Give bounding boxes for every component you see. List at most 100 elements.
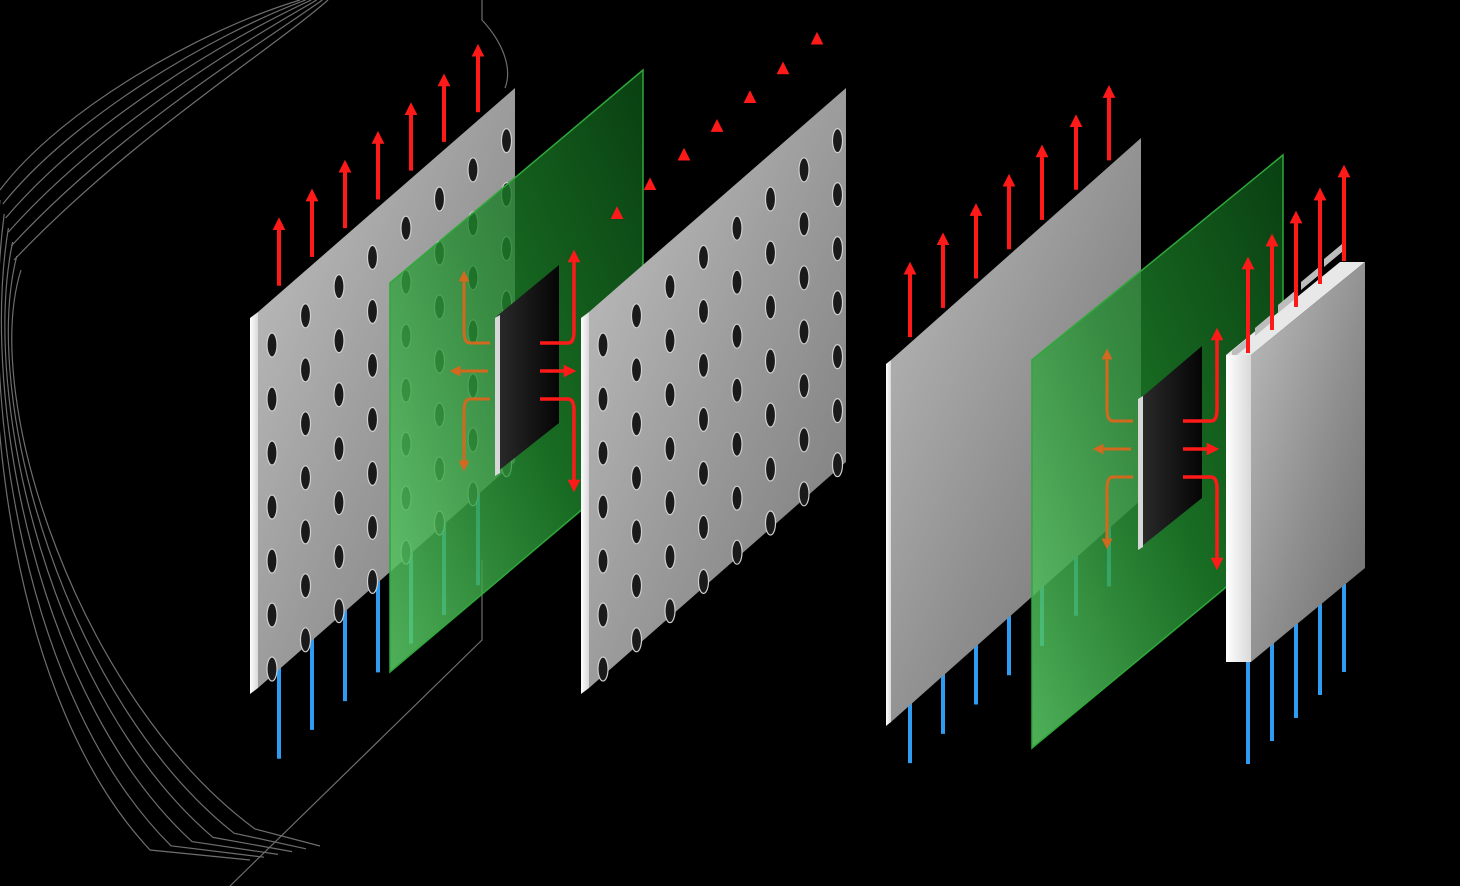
enclosure-line xyxy=(0,0,301,861)
panel-hole xyxy=(664,382,676,408)
mixed-airflow-arrows xyxy=(610,31,824,708)
panel-hole xyxy=(697,406,710,433)
panel-hole xyxy=(299,357,312,383)
panel-hole xyxy=(764,510,777,536)
panel-hole xyxy=(597,332,609,358)
panel-hole xyxy=(831,344,844,370)
panel-hole xyxy=(731,215,743,241)
panel-hole xyxy=(630,465,643,491)
panel-hole xyxy=(731,269,743,295)
panel-hole xyxy=(266,332,278,358)
finned-heatsink xyxy=(1226,164,1365,764)
perforated-design-diagram xyxy=(250,31,846,759)
heatsink-fin xyxy=(1232,336,1250,359)
panel-hole xyxy=(500,128,513,154)
panel-hole xyxy=(798,319,810,345)
panel-hole xyxy=(697,352,710,379)
panel-hole xyxy=(630,519,643,545)
panel-hole xyxy=(630,303,643,329)
panel-hole xyxy=(630,573,643,599)
panel-hole xyxy=(664,490,676,516)
panel-hole xyxy=(299,465,312,491)
panel-hole xyxy=(366,406,379,433)
heat-dissipation-arrows xyxy=(449,249,581,493)
panel-hole xyxy=(333,382,345,408)
panel-hole xyxy=(266,656,278,682)
panel-hole xyxy=(366,460,379,487)
panel-hole xyxy=(831,128,844,154)
panel-hole xyxy=(597,386,609,412)
enclosure-line xyxy=(7,0,323,850)
heat-arrow xyxy=(458,270,490,345)
heatsink-fin xyxy=(1301,267,1319,290)
panel-hole xyxy=(664,598,676,624)
panel-hole xyxy=(299,411,312,437)
enclosure-line xyxy=(4,0,318,853)
panel-hole xyxy=(831,182,844,208)
panel-hole xyxy=(299,519,312,545)
panel-hole xyxy=(731,377,743,403)
panel-hole xyxy=(764,402,777,428)
panel-hole xyxy=(597,494,609,520)
panel-hole xyxy=(366,298,379,325)
panel-hole xyxy=(467,157,479,183)
panel-hole xyxy=(697,244,710,271)
panel-hole xyxy=(597,440,609,466)
panel-hole xyxy=(731,431,743,457)
panel-hole xyxy=(764,294,777,320)
panel-hole xyxy=(697,298,710,325)
panel-hole xyxy=(266,602,278,628)
panel-hole xyxy=(798,481,810,507)
panel-hole xyxy=(731,485,743,511)
panel-hole xyxy=(299,627,312,653)
heat-dissipation-arrows xyxy=(1092,327,1224,571)
panel-holes xyxy=(597,128,844,682)
heatsink-fin xyxy=(1255,313,1273,336)
panel-hole xyxy=(664,436,676,462)
panel-hole xyxy=(764,456,777,482)
panel-hole xyxy=(697,514,710,541)
panel-hole xyxy=(266,440,278,466)
panel-hole xyxy=(333,436,345,462)
heatsink-fins xyxy=(1232,244,1342,359)
panel-hole xyxy=(697,568,710,595)
panel-hole xyxy=(798,373,810,399)
panel-hole xyxy=(333,544,345,570)
hot-air-outflow-arrows xyxy=(1241,164,1351,353)
heat-arrow xyxy=(1183,475,1224,571)
heat-arrow xyxy=(1101,348,1133,423)
panel-hole xyxy=(433,186,446,212)
heatsink-fin xyxy=(1324,244,1342,267)
panel-hole xyxy=(664,544,676,570)
solid-design-diagram xyxy=(886,85,1365,764)
panel-hole xyxy=(798,265,810,291)
panel-hole xyxy=(731,323,743,349)
panel-hole xyxy=(333,274,345,300)
hot-air-outflow-arrows xyxy=(903,85,1116,338)
panel-hole xyxy=(831,452,844,478)
panel-hole xyxy=(764,186,777,212)
panel-hole xyxy=(731,539,743,565)
panel-hole xyxy=(630,627,643,653)
panel-hole xyxy=(664,274,676,300)
enclosure-line xyxy=(11,0,329,847)
panel-hole xyxy=(630,357,643,383)
heat-arrow xyxy=(540,397,581,493)
panel-hole xyxy=(400,215,412,241)
hot-air-outflow-arrows xyxy=(272,43,485,286)
enclosure-line xyxy=(0,0,312,855)
panel-hole xyxy=(831,290,844,316)
processor-chip xyxy=(1138,346,1202,550)
panel-hole xyxy=(266,386,278,412)
panel-hole xyxy=(630,411,643,437)
solid-front-panel xyxy=(886,138,1141,726)
panel-hole xyxy=(831,236,844,262)
panel-hole xyxy=(697,460,710,487)
panel-hole xyxy=(798,211,810,237)
enclosure-line xyxy=(0,0,306,858)
heatsink-fin xyxy=(1278,290,1296,313)
panel-hole xyxy=(764,240,777,266)
panel-hole xyxy=(366,352,379,379)
heat-arrow xyxy=(1101,475,1133,550)
